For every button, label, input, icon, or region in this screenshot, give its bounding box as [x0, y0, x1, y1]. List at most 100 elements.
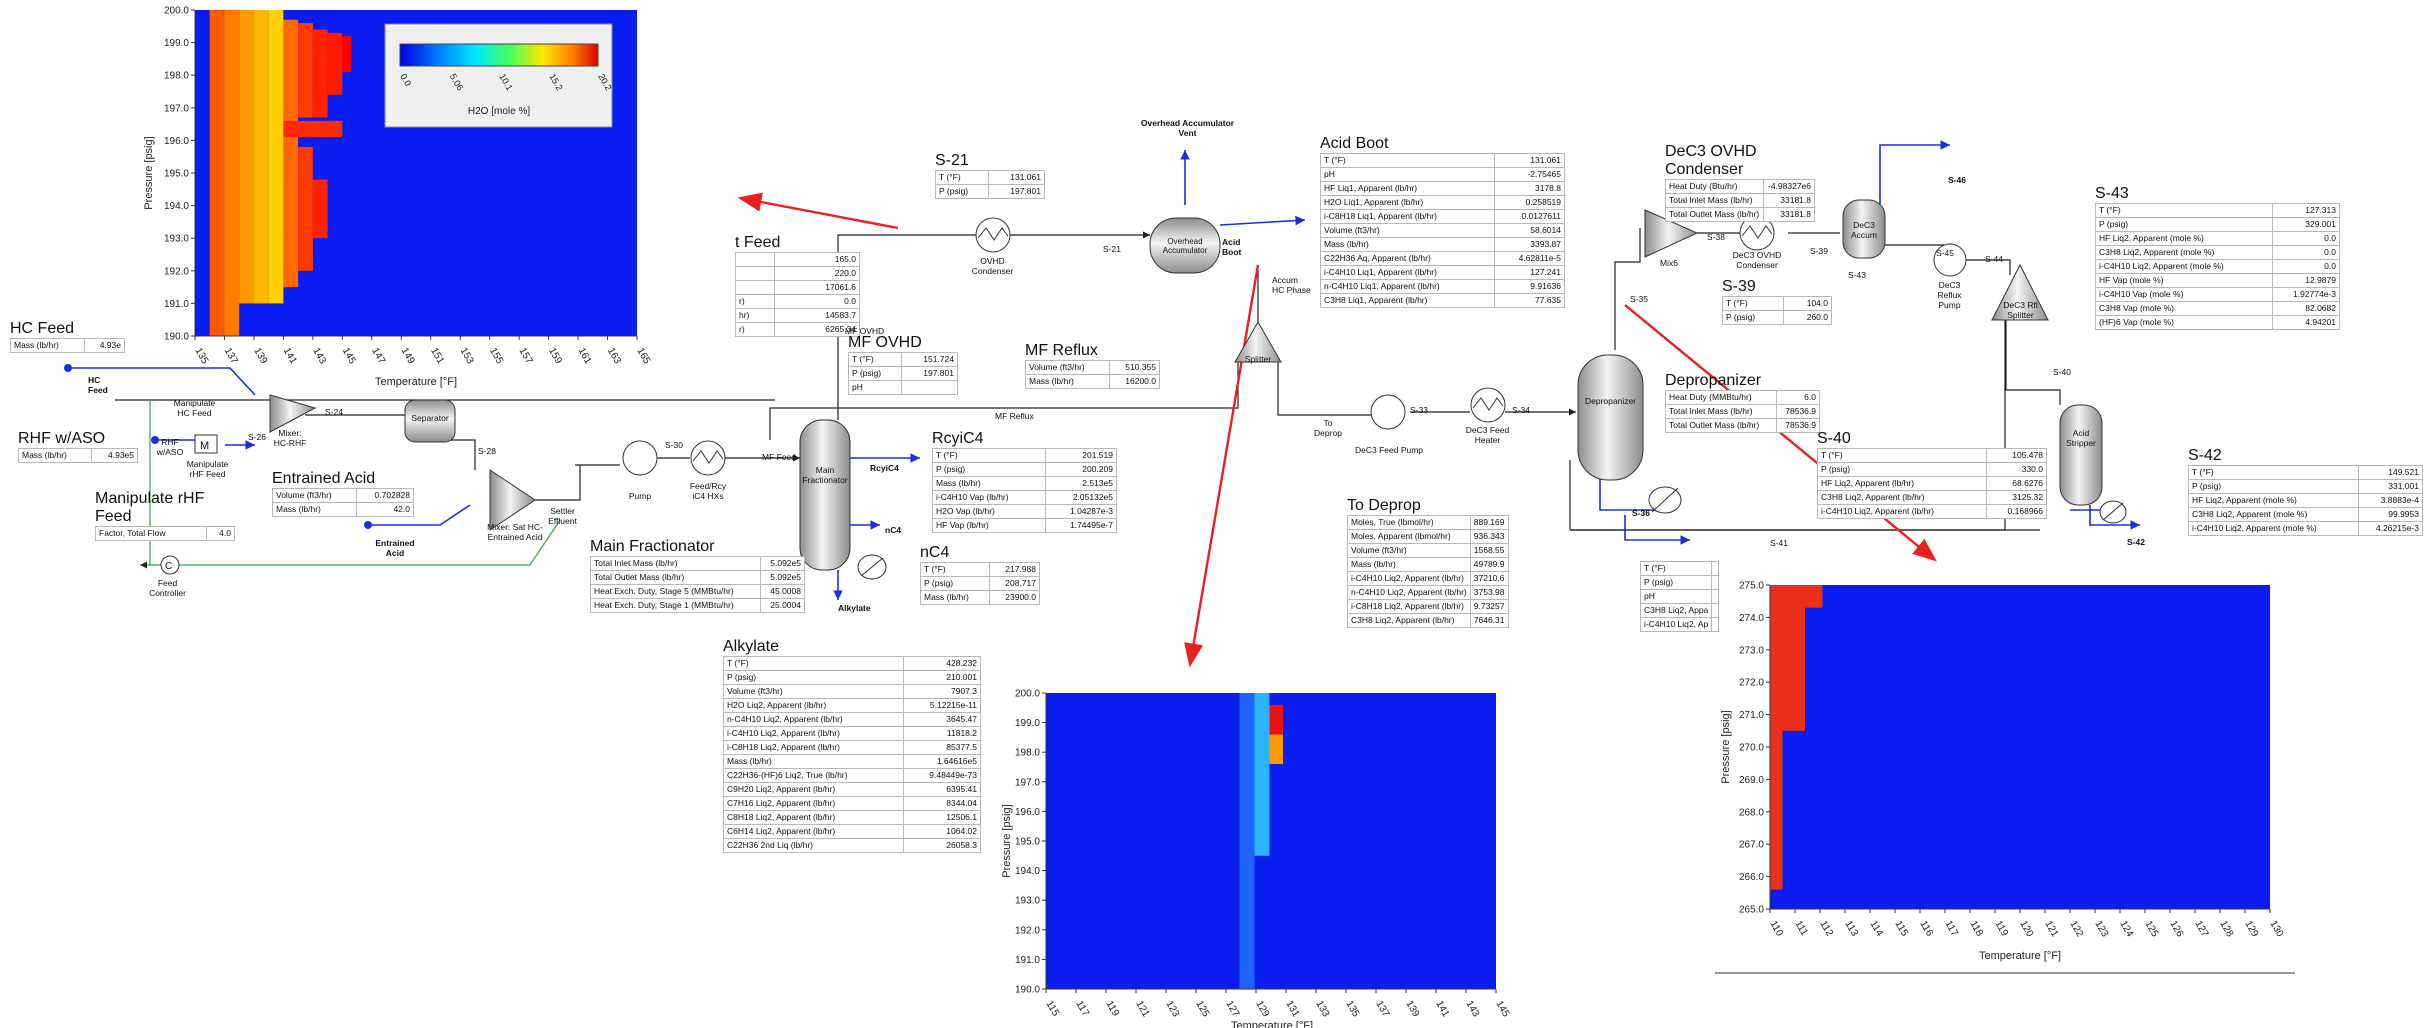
label-overhead-vent: Overhead Accumulator Vent [1140, 118, 1235, 138]
table-row: C22H36 2nd Liq (lb/hr)26058.3 [723, 838, 982, 853]
row-label: i-C4H10 Liq1, Apparent (lb/hr) [1320, 265, 1495, 280]
row-value: 889.169 [1469, 515, 1509, 530]
table-title: HC Feed [10, 320, 75, 337]
table-row: P (psig)260.0 [1721, 310, 1832, 325]
row-value: 99.9953 [2357, 507, 2424, 522]
label-s38: S-38 [1707, 232, 1725, 242]
colorbar-title: H2O [mole %] [468, 106, 530, 117]
row-value: 127.241 [1493, 265, 1566, 280]
table-row: Volume (ft3/hr)1568.55 [1347, 543, 1509, 558]
y-tick-label: 266.0 [1739, 872, 1764, 883]
row-label: Total Inlet Mass (lb/hr) [1665, 404, 1777, 419]
heatmap-cell [283, 120, 343, 138]
label-splitter: Splitter [1244, 354, 1272, 364]
row-value: 7646.31 [1469, 613, 1509, 628]
table-row: hr)14583.7 [734, 308, 860, 323]
row-value: 26058.3 [902, 838, 982, 853]
row-label: (HF)6 Vap (mole %) [2095, 315, 2273, 330]
row-value: -2.75465 [1493, 167, 1566, 182]
row-label: T (°F) [2188, 465, 2359, 480]
row-label: T (°F) [1320, 153, 1495, 168]
table-row: T (°F)127.313 [2095, 203, 2341, 218]
label-main-frac: Main Fractionator [802, 465, 848, 485]
table-row: i-C8H18 Liq2, Apparent (lb/hr)9.73257 [1347, 599, 1509, 614]
feed-controller-shape [160, 555, 180, 575]
overhead-accumulator-shape [1149, 217, 1221, 274]
row-label: T (°F) [1816, 448, 1988, 463]
y-tick-label: 270.0 [1739, 743, 1764, 754]
row-label: C3H8 Vap (mole %) [2095, 301, 2273, 316]
table-row: Mass (lb/hr)23900.0 [920, 590, 1041, 605]
table-row: Volume (ft3/hr)58.6014 [1320, 223, 1566, 238]
row-value: 0.0 [2271, 259, 2341, 274]
row-label: T (°F) [723, 656, 904, 671]
table-row: T (°F)151.724 [847, 352, 958, 367]
table-row: Heat Duty (MMBtu/hr)6.0 [1665, 390, 1821, 405]
label-feed-controller: Feed Controller [149, 578, 186, 598]
pump-shape [622, 440, 658, 476]
table-row: T (°F)105.478 [1816, 448, 2047, 463]
y-tick-label: 194.0 [164, 201, 189, 212]
heatmap-cell [283, 19, 299, 288]
label-acid-boot: Acid Boot [1222, 237, 1242, 257]
heatmap-cell [239, 10, 254, 304]
table-row: i-C4H10 Vap (mole %)1.92774e-3 [2095, 287, 2341, 302]
table-row: Heat Exch. Duty, Stage 5 (MMBtu/hr)45.00… [589, 584, 805, 599]
y-tick-label: 194.0 [1015, 866, 1040, 877]
row-value: 0.258519 [1493, 195, 1566, 210]
table-row: i-C4H10 Liq2, Apparent (lb/hr)37210.6 [1347, 571, 1509, 586]
row-value: 25.0004 [760, 598, 805, 613]
row-value: 9.91636 [1493, 279, 1566, 294]
row-label: Volume (ft3/hr) [271, 488, 358, 503]
row-value: 331.001 [2357, 479, 2424, 494]
dec3-feed-pump-shape [1370, 394, 1406, 430]
row-value: 149.521 [2357, 465, 2424, 480]
c-block-label: C [165, 561, 172, 572]
row-value: 1.04287e-3 [1044, 504, 1118, 519]
row-value: 68.6276 [1986, 476, 2047, 491]
line-s35 [1614, 228, 1641, 350]
label-ovhd-condenser: OVHD Condenser [971, 256, 1014, 276]
table-row: 220.0 [734, 266, 860, 281]
label-overhead-accum: Overhead Accumulator [1162, 237, 1208, 255]
row-value: 2.513e5 [1044, 476, 1118, 491]
row-label: Mass (lb/hr) [932, 476, 1046, 491]
table-row: P (psig)330.0 [1816, 462, 2047, 477]
row-label: Mass (lb/hr) [723, 754, 904, 769]
heatmap-cell [312, 146, 328, 180]
row-label: Volume (ft3/hr) [723, 684, 904, 699]
y-tick-label: 195.0 [164, 169, 189, 180]
row-value: 6.0 [1775, 390, 1821, 405]
table-row: Moles, True (lbmol/hr)889.169 [1347, 515, 1509, 530]
hm3-ylabel: Pressure [psig] [1720, 710, 1732, 783]
table-row: i-C4H10 Liq2, Apparent (mole %)0.0 [2095, 259, 2341, 274]
y-tick-label: 268.0 [1739, 807, 1764, 818]
label-s34: S-34 [1512, 405, 1530, 415]
label-rhf-aso: RHF w/ASO [156, 437, 184, 457]
y-tick-label: 273.0 [1739, 645, 1764, 656]
row-value: 210.001 [902, 670, 982, 685]
row-label: Heat Exch. Duty, Stage 1 (MMBtu/hr) [589, 598, 762, 613]
label-s28: S-28 [478, 446, 496, 456]
hm1-xlabel: Temperature [°F] [375, 376, 457, 388]
row-label: i-C8H18 Liq2, Apparent (lb/hr) [723, 740, 904, 755]
row-label: Moles, Apparent (lbmol/hr) [1347, 529, 1471, 544]
row-value: 0.0 [774, 294, 860, 309]
row-label: Total Inlet Mass (lb/hr) [589, 556, 762, 571]
y-tick-label: 192.0 [1015, 925, 1040, 936]
row-label: T (°F) [2095, 203, 2273, 218]
y-tick-label: 197.0 [1015, 777, 1040, 788]
table-row: C3H8 Liq2, Appa [1639, 603, 1720, 618]
row-label: C7H16 Liq2, Apparent (lb/hr) [723, 796, 904, 811]
line-settler [525, 465, 581, 501]
row-value [1711, 589, 1720, 604]
row-label: Volume (ft3/hr) [1320, 223, 1495, 238]
row-label: C9H20 Liq2, Apparent (lb/hr) [723, 782, 904, 797]
row-value [1711, 617, 1720, 632]
row-label: P (psig) [2095, 217, 2273, 232]
table-row: i-C4H10 Liq2, Apparent (lb/hr)11818.2 [723, 726, 982, 741]
